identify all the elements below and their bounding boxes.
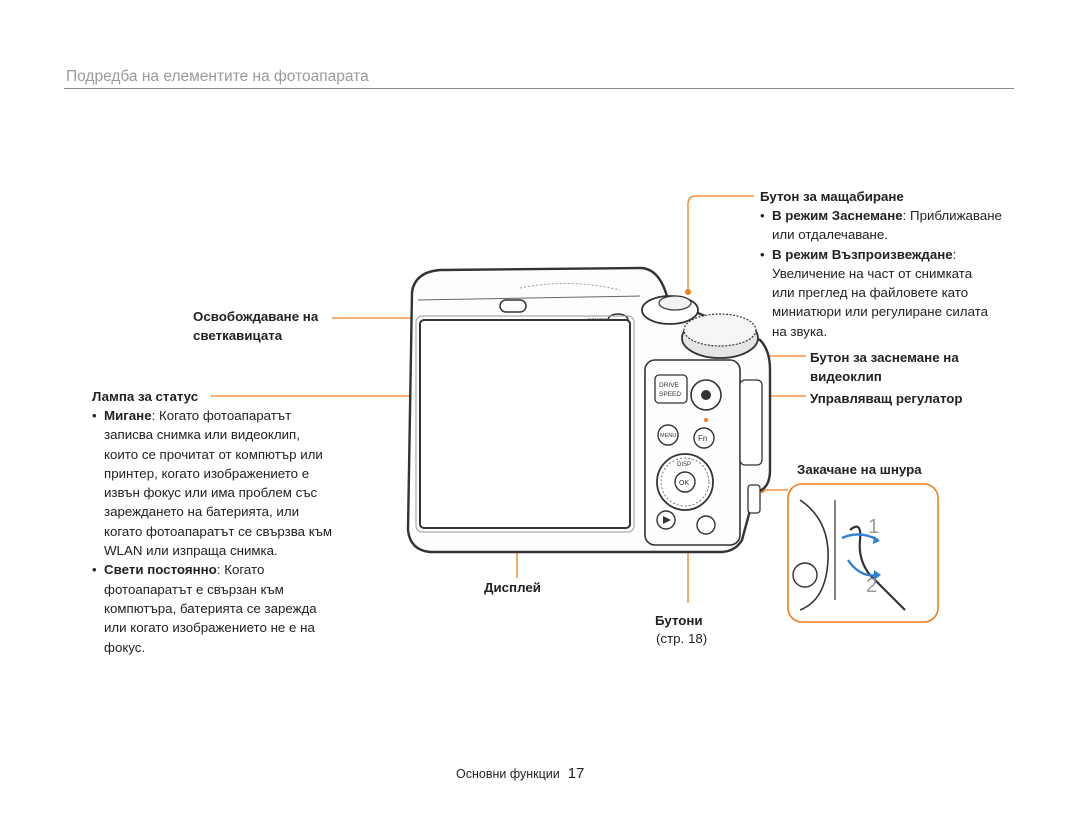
zoom-button-label: Бутон за мащабиране [760, 189, 904, 204]
play-mode-line: или преглед на файловете като [772, 285, 969, 301]
steady-line: компютъра, батерията се зарежда [104, 600, 317, 616]
control-dial-label: Управляващ регулатор [810, 391, 963, 406]
shoot-mode-term: В режим Заснемане [772, 208, 903, 223]
status-lamp-description: Мигане: Когато фотоапаратът записва сним… [92, 406, 392, 657]
blink-line: WLAN или изпраща снимка. [104, 543, 278, 559]
status-lamp [704, 418, 708, 422]
shoot-mode-line: : Приближаване [902, 208, 1002, 223]
drive-button [654, 374, 688, 404]
display-label: Дисплей [484, 580, 541, 595]
play-mode-line: : [952, 246, 957, 262]
steady-term: Свети постоянно [104, 562, 217, 578]
step-2-label: 2 [866, 575, 877, 597]
flash-release-switch [499, 299, 527, 313]
blink-line: записва снимка или видеоклип, [104, 427, 300, 443]
blink-line: принтер, когато изображението е [104, 465, 310, 481]
blink-line: : Когато фотоапаратът [151, 408, 292, 423]
side-panel [739, 379, 763, 466]
ok-text: OK [679, 480, 689, 487]
delete-button [696, 515, 716, 535]
flash-release-label-1: Освобождаване на [193, 309, 319, 324]
page-number: 17 [567, 765, 585, 782]
steady-line: или когато изображението не е на [104, 620, 315, 636]
shoot-mode-line: или отдалечаване. [772, 227, 888, 243]
play-mode-line: Увеличение на част от снимката [772, 265, 973, 281]
status-lamp-label: Лампа за статус [92, 389, 199, 404]
blink-line: извън фокус или има проблем със [104, 485, 318, 501]
shutter-button [658, 295, 692, 311]
steady-line: фотоапаратът е свързан към [104, 581, 284, 597]
disp-text: DISP [677, 462, 691, 468]
footer-section: Основни функции [456, 767, 560, 781]
zoom-description: В режим Заснемане: Приближаване или отда… [760, 206, 1030, 341]
fn-button [693, 427, 715, 449]
play-mode-term: В режим Възпроизвеждане [772, 246, 953, 262]
lcd-display [419, 319, 631, 529]
steady-line: фокус. [104, 639, 146, 655]
buttons-page-ref: (стр. 18) [656, 631, 708, 646]
ok-button [674, 471, 696, 493]
blink-line: зареждането на батерията, или [104, 504, 300, 520]
menu-text: MENU [660, 433, 676, 439]
blink-line: когато фотоапаратът се свързва към [104, 523, 333, 539]
speed-text: SPEED [659, 391, 681, 398]
video-button-label-2: видеоклип [810, 369, 882, 384]
strap-eyelet [747, 484, 761, 514]
page-footer: Основни функции 17 [456, 765, 584, 782]
step-1-label: 1 [868, 516, 879, 538]
blink-term: Мигане [104, 408, 152, 423]
strap-inset [787, 483, 939, 623]
header-divider [64, 88, 1014, 89]
page-title: Подредба на елементите на фотоапарата [66, 68, 369, 85]
play-mode-line: на звука. [772, 323, 828, 339]
drive-text: DRIVE [659, 382, 680, 389]
blink-line: които се прочитат от компютър или [104, 446, 323, 462]
steady-line: : Когато [216, 562, 265, 578]
flash-release-label-2: светкавицата [193, 328, 283, 343]
video-button-label-1: Бутон за заснемане на [810, 350, 959, 365]
menu-button [657, 424, 679, 446]
fn-text: Fn [698, 434, 707, 443]
strap-cord [849, 525, 906, 611]
play-mode-line: миниатюри или регулиране силата [772, 304, 989, 320]
buttons-label: Бутони [655, 613, 703, 628]
strap-eyelet-label: Закачане на шнура [797, 462, 922, 477]
